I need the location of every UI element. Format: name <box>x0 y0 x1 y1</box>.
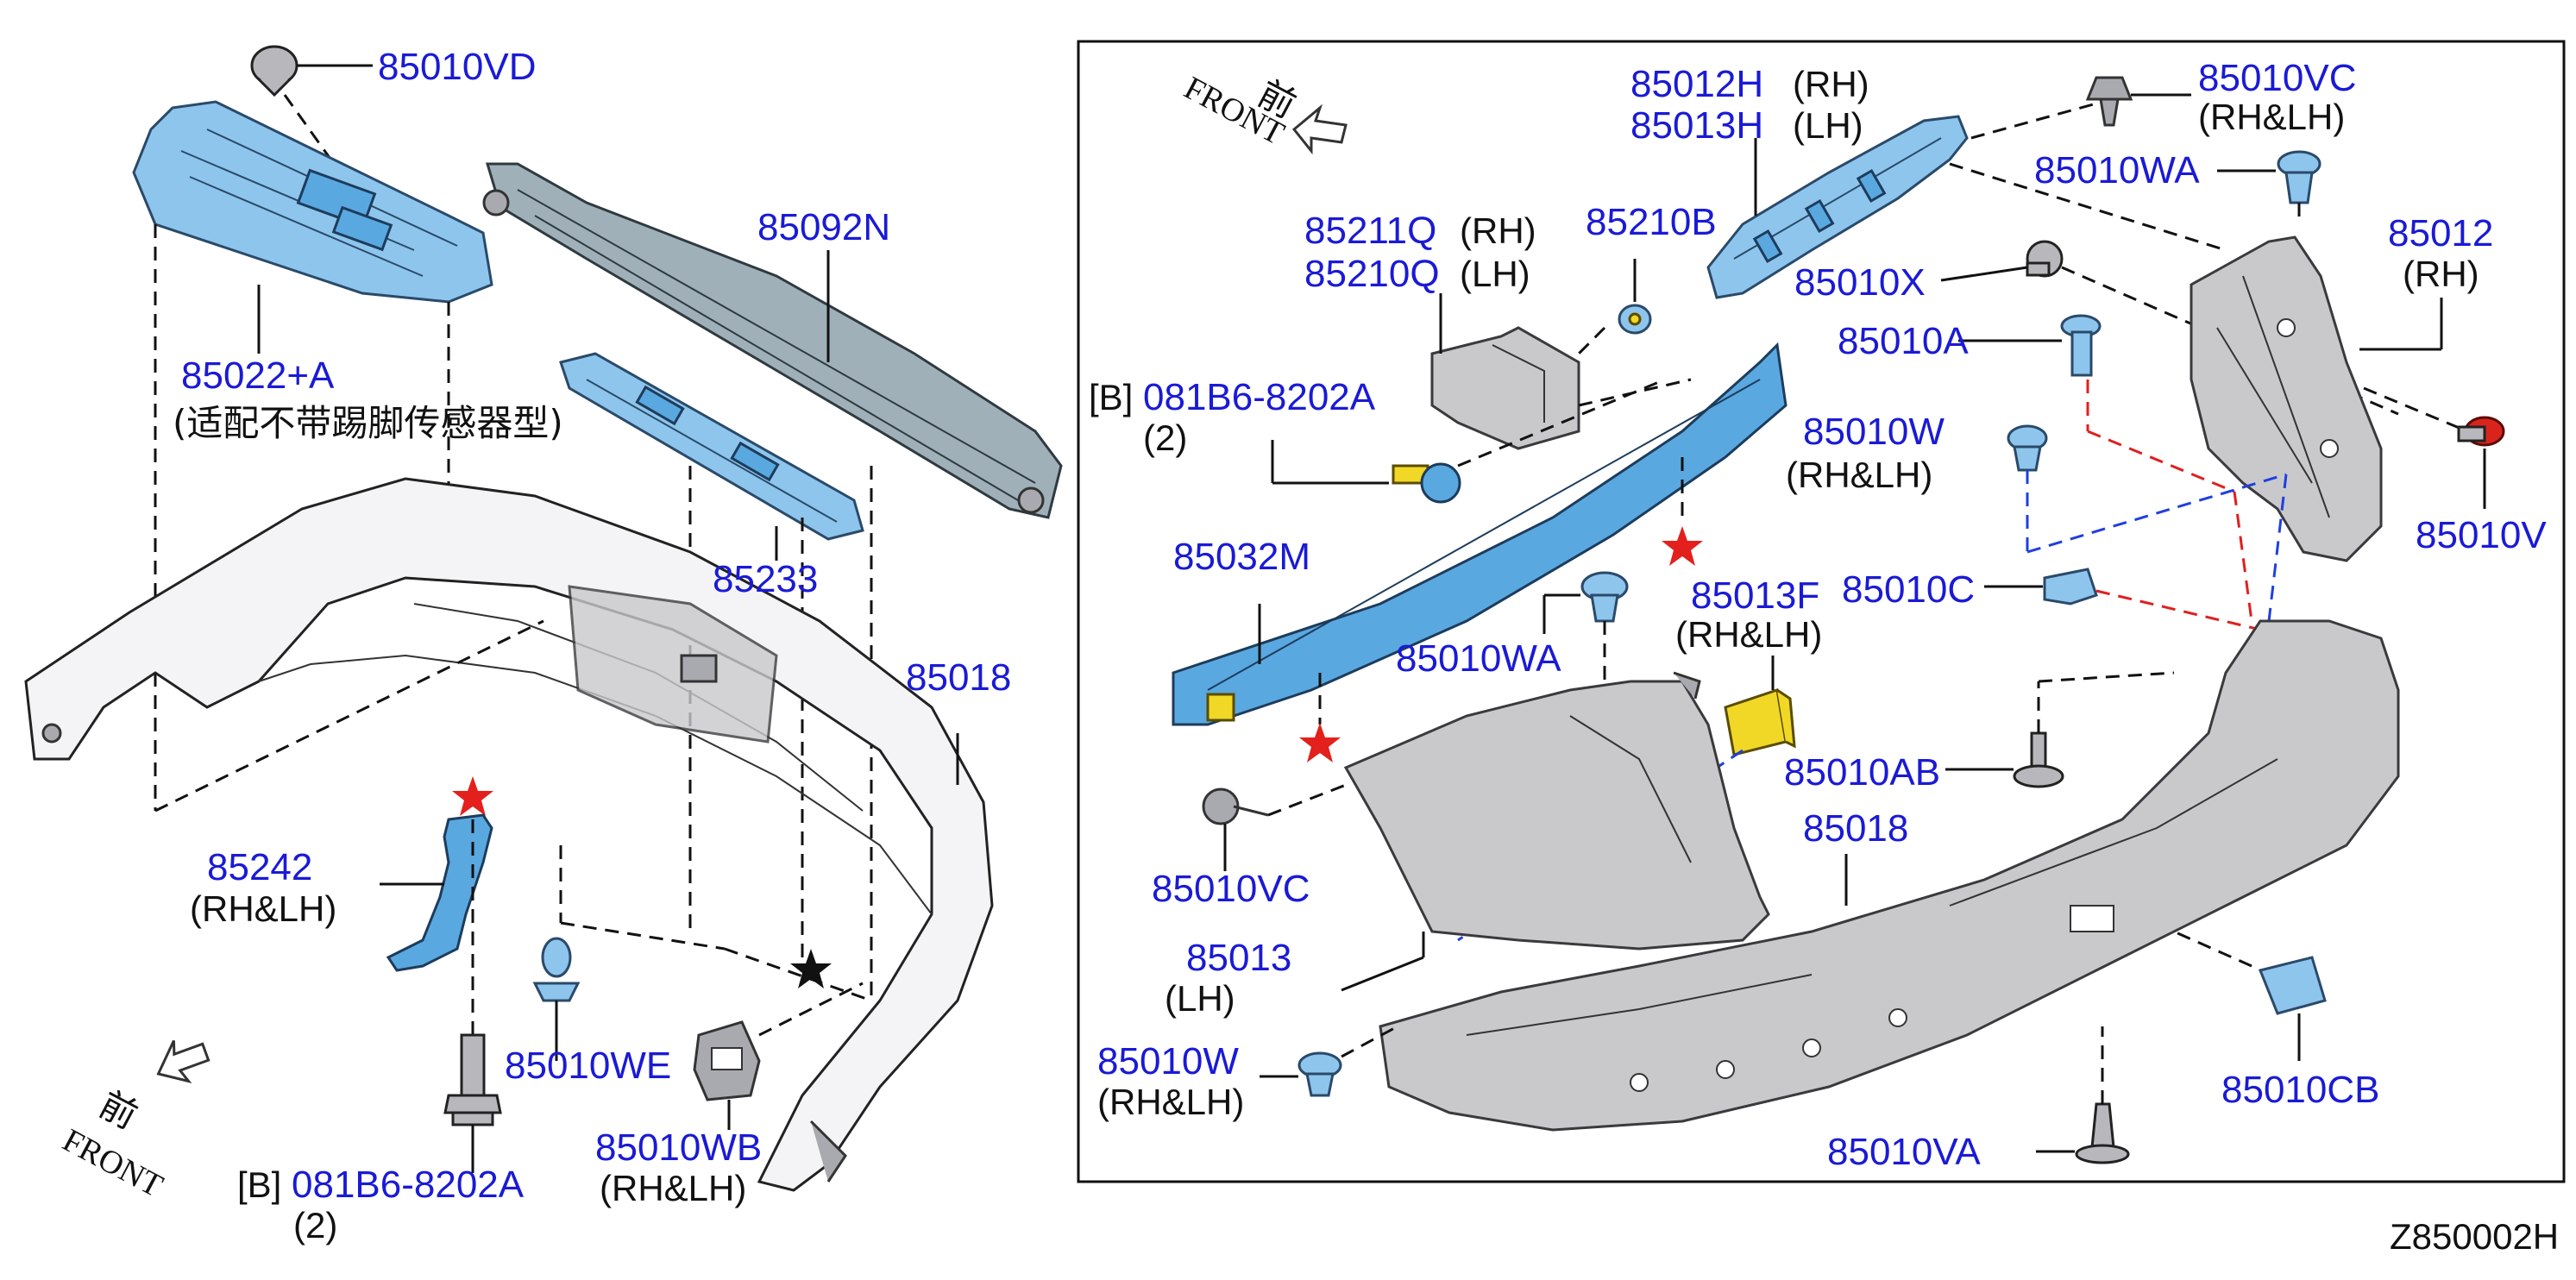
pad-85013F[interactable] <box>1724 688 1796 756</box>
clip-85010VD[interactable] <box>250 45 298 97</box>
label-85012: 85012 <box>2388 212 2493 254</box>
screw-85010X[interactable] <box>2026 240 2064 278</box>
label-85211Q: 85211Q <box>1304 210 1436 252</box>
label-85012-side: (RH) <box>2403 254 2479 294</box>
bracket-85012H[interactable] <box>1706 115 1969 299</box>
clip-85010WA-top[interactable] <box>2277 150 2322 204</box>
reference-star-red-3 <box>1299 723 1341 762</box>
bolt-081B6-8202A-right[interactable] <box>1392 462 1461 504</box>
right-panel-frame <box>1077 40 2566 1183</box>
label-bolt-prefix-left: [B] <box>237 1164 281 1205</box>
label-85013F: 85013F <box>1691 574 1819 617</box>
label-85010VC-left: 85010VC <box>1152 868 1310 910</box>
reference-star-red-2 <box>1662 526 1703 566</box>
clip-85210B[interactable] <box>1618 304 1652 335</box>
label-85010VC-top-side: (RH&LH) <box>2198 97 2345 137</box>
label-85010WA-mid: 85010WA <box>1396 637 1561 680</box>
front-arrow-right <box>1291 104 1348 155</box>
clip-85010WB[interactable] <box>693 1020 761 1101</box>
front-label-en-left: FRONT <box>57 1122 169 1205</box>
label-85010W-bottom: 85010W <box>1097 1040 1239 1082</box>
label-85010VC-top: 85010VC <box>2198 57 2356 99</box>
label-bolt-qty-right: (2) <box>1143 417 1187 458</box>
clip-85010W-top[interactable] <box>2007 424 2048 472</box>
pin-85010VA[interactable] <box>2075 1102 2130 1164</box>
clip-85010VC-left[interactable] <box>1202 787 1269 825</box>
reference-star-red <box>452 776 493 816</box>
clip-85010WE[interactable] <box>532 937 581 1002</box>
bolt-85010V[interactable] <box>2457 416 2505 447</box>
bumper-fascia-85018-left[interactable] <box>24 477 994 1192</box>
clip-85010WA-mid[interactable] <box>1580 571 1629 623</box>
label-85010V: 85010V <box>2416 514 2547 556</box>
bolt-081B6-8202A-left[interactable] <box>443 1033 502 1126</box>
bracket-85242[interactable] <box>386 813 493 972</box>
clip-85010W-bottom[interactable] <box>1297 1051 1342 1097</box>
label-85010WB: 85010WB <box>595 1126 762 1169</box>
label-85010WB-side: (RH&LH) <box>600 1168 746 1208</box>
front-label-cn-left: 前 <box>92 1083 144 1138</box>
bumper-fascia-85018-right[interactable] <box>1379 619 2400 1132</box>
label-85013H: 85013H <box>1630 104 1763 147</box>
label-bolt-left: 081B6-8202A <box>292 1164 525 1206</box>
label-85013-side: (LH) <box>1165 978 1235 1019</box>
label-85012H: 85012H <box>1630 63 1763 105</box>
label-85210Q: 85210Q <box>1304 253 1440 295</box>
label-85010C: 85010C <box>1842 568 1975 611</box>
bracket-85211Q[interactable] <box>1430 326 1580 450</box>
label-85092N: 85092N <box>757 206 890 248</box>
label-85032M: 85032M <box>1173 536 1310 578</box>
label-85242: 85242 <box>207 846 312 888</box>
label-85010CB: 85010CB <box>2221 1069 2379 1111</box>
label-85010AB: 85010AB <box>1784 751 1940 794</box>
label-bolt-qty-left: (2) <box>293 1205 337 1245</box>
label-85010W-bottom-side: (RH&LH) <box>1097 1082 1244 1122</box>
beam-85092N[interactable] <box>482 162 1063 519</box>
bracket-85233[interactable] <box>559 352 864 541</box>
label-85013: 85013 <box>1186 937 1291 979</box>
label-85210B: 85210B <box>1586 201 1717 243</box>
label-85010W-top-side: (RH&LH) <box>1786 455 1932 495</box>
label-85013H-side: (LH) <box>1793 105 1863 146</box>
bracket-85012[interactable] <box>2190 235 2383 562</box>
label-bolt-right: 081B6-8202A <box>1143 376 1376 418</box>
label-85242-side: (RH&LH) <box>190 888 336 929</box>
side-panel-85013[interactable] <box>1343 671 1770 951</box>
label-85012H-side: (RH) <box>1793 64 1869 104</box>
label-85010A: 85010A <box>1838 320 1969 362</box>
reference-star-black <box>790 949 832 988</box>
absorber-85032M[interactable] <box>1172 342 1787 726</box>
clip-85010VC-top[interactable] <box>2085 76 2133 127</box>
label-85018-left: 85018 <box>906 656 1011 699</box>
clip-85010CB[interactable] <box>2258 956 2327 1015</box>
label-85010WA-top: 85010WA <box>2034 149 2200 191</box>
label-bolt-prefix-right: [B] <box>1089 377 1133 417</box>
bracket-85022A[interactable] <box>132 100 493 304</box>
label-85233: 85233 <box>713 558 818 600</box>
label-85010WE: 85010WE <box>505 1045 671 1087</box>
clip-85010C[interactable] <box>2043 568 2098 605</box>
label-85010X: 85010X <box>1794 261 1926 304</box>
label-85018-right: 85018 <box>1803 807 1908 850</box>
label-85211Q-side: (RH) <box>1460 210 1536 251</box>
label-85013F-side: (RH&LH) <box>1675 614 1822 655</box>
diagram-id: Z850002H <box>2390 1216 2559 1257</box>
bolt-85010A[interactable] <box>2060 314 2102 377</box>
label-85210Q-side: (LH) <box>1460 254 1530 294</box>
stud-85010AB[interactable] <box>2013 731 2064 788</box>
label-85022A: 85022+A <box>181 355 335 397</box>
front-arrow-left <box>156 1039 210 1083</box>
label-85010VA: 85010VA <box>1827 1131 1981 1173</box>
label-85022A-note: (适配不带踢脚传感器型) <box>173 402 563 444</box>
label-85010VD: 85010VD <box>378 46 536 88</box>
label-85010W-top: 85010W <box>1803 411 1945 453</box>
